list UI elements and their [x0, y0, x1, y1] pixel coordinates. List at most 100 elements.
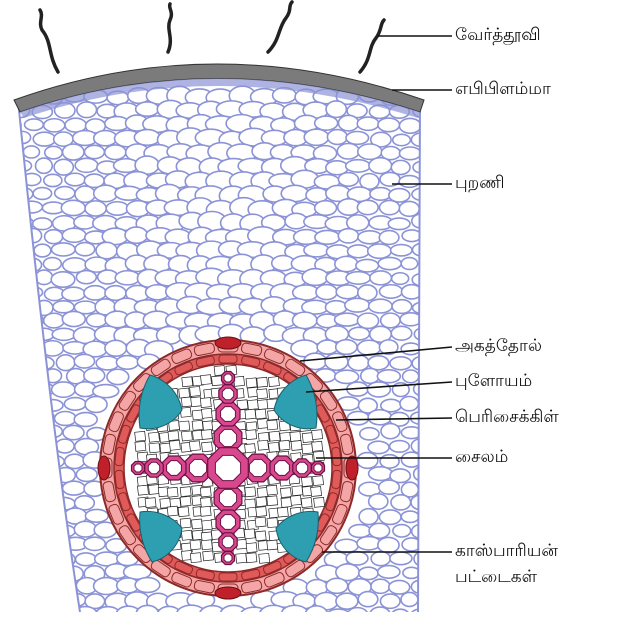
cortex-cell [370, 607, 390, 622]
cortex-cell [392, 273, 409, 285]
cortex-cell [371, 552, 390, 566]
cortex-cell [42, 508, 62, 522]
xylem-vessel-lumen [219, 429, 236, 446]
cortex-cell [357, 313, 378, 328]
pericycle-cell [115, 447, 125, 466]
mesh-cell [281, 497, 292, 507]
cortex-cell [368, 244, 392, 258]
cortex-cell [63, 425, 84, 439]
cortex-cell [390, 552, 412, 565]
xylem-vessel-lumen [221, 515, 236, 530]
cortex-cell [346, 272, 370, 284]
cortex-cell [434, 496, 453, 506]
cortex-cell [52, 382, 76, 397]
cortex-cell [380, 455, 399, 468]
label-pericycle: பெரிசைக்கிள் [455, 406, 559, 428]
mesh-cell [247, 400, 258, 410]
mesh-cell [181, 431, 192, 441]
cortex-cell [85, 396, 107, 412]
cortex-cell [327, 609, 351, 622]
cortex-cell [0, 202, 19, 216]
cortex-cell [22, 369, 43, 383]
cortex-cell [52, 243, 76, 256]
cortex-cell [401, 592, 418, 606]
cortex-cell [423, 512, 438, 523]
cortex-cell [458, 159, 472, 172]
cortex-cell [135, 578, 160, 593]
cortex-cell [96, 242, 117, 258]
mesh-cell [301, 498, 312, 508]
cortex-cell [425, 260, 441, 272]
mesh-cell [203, 551, 214, 561]
mesh-cell [180, 496, 191, 506]
mesh-cell [291, 441, 302, 451]
cortex-cell [271, 620, 298, 630]
mesh-cell [191, 519, 202, 529]
cortex-cell [96, 356, 119, 370]
cortex-cell [391, 326, 412, 340]
cortex-cell [455, 607, 472, 620]
xylem-vessel-lumen [189, 459, 206, 476]
cortex-cell [2, 369, 18, 383]
cortex-cell [22, 456, 39, 467]
cortex-cell [454, 358, 473, 368]
cortex-cell [434, 271, 451, 284]
mesh-cell [167, 487, 178, 497]
cortex-cell [26, 592, 42, 607]
cortex-cell [359, 567, 378, 579]
cortex-cell [20, 201, 42, 213]
cortex-cell [421, 564, 439, 578]
mesh-cell [168, 431, 179, 441]
xylem-central-vessel-lumen [215, 455, 240, 480]
mesh-cell [313, 476, 324, 486]
cortex-cell [433, 326, 449, 340]
cortex-cell [316, 285, 337, 300]
cortex-cell [2, 623, 20, 630]
mesh-cell [246, 430, 257, 440]
cortex-cell [23, 146, 39, 158]
mesh-cell [179, 421, 190, 431]
cortex-cell [136, 605, 158, 621]
cortex-cell [54, 159, 73, 175]
cortex-cell [370, 188, 391, 201]
cortex-cell [436, 131, 451, 142]
cortex-cell [64, 398, 86, 411]
mesh-cell [246, 553, 257, 563]
mesh-cell [257, 419, 268, 429]
label-epiblema: எபிபிளம்மா [455, 78, 551, 100]
cortex-cell [445, 316, 461, 328]
cortex-cell [400, 396, 418, 410]
mesh-cell [182, 377, 193, 387]
xylem-vessel-lumen [224, 554, 232, 562]
cortex-cell [33, 609, 52, 621]
cortex-cell [16, 271, 32, 284]
cortex-cell [157, 606, 180, 623]
cortex-cell [456, 498, 473, 510]
cortex-cell [444, 287, 461, 297]
cortex-cell [412, 188, 433, 200]
cortex-cell [412, 243, 432, 256]
cortex-cell [12, 495, 31, 510]
cortex-cell [305, 606, 327, 623]
cortex-cell [84, 286, 106, 300]
cortex-cell [325, 353, 348, 370]
cortex-cell [434, 358, 453, 370]
cortex-cell [3, 511, 21, 523]
cortex-cell [368, 441, 389, 453]
mesh-cell [256, 497, 267, 507]
xylem-vessel-lumen [134, 464, 142, 472]
cortex-cell [44, 174, 62, 186]
cortex-cell [337, 143, 359, 159]
mesh-cell [169, 440, 180, 450]
mesh-cell [200, 506, 211, 516]
cortex-cell [57, 581, 75, 594]
cortex-cell [348, 245, 370, 258]
cortex-cell [24, 620, 44, 630]
cortex-cell [84, 145, 104, 158]
mesh-cell [267, 540, 278, 550]
mesh-cell [201, 430, 212, 440]
cortex-cell [115, 271, 140, 285]
label-casparian-line2: பட்டைகள் [455, 566, 537, 588]
cortex-cell [403, 370, 419, 383]
cortex-cell [13, 385, 33, 396]
